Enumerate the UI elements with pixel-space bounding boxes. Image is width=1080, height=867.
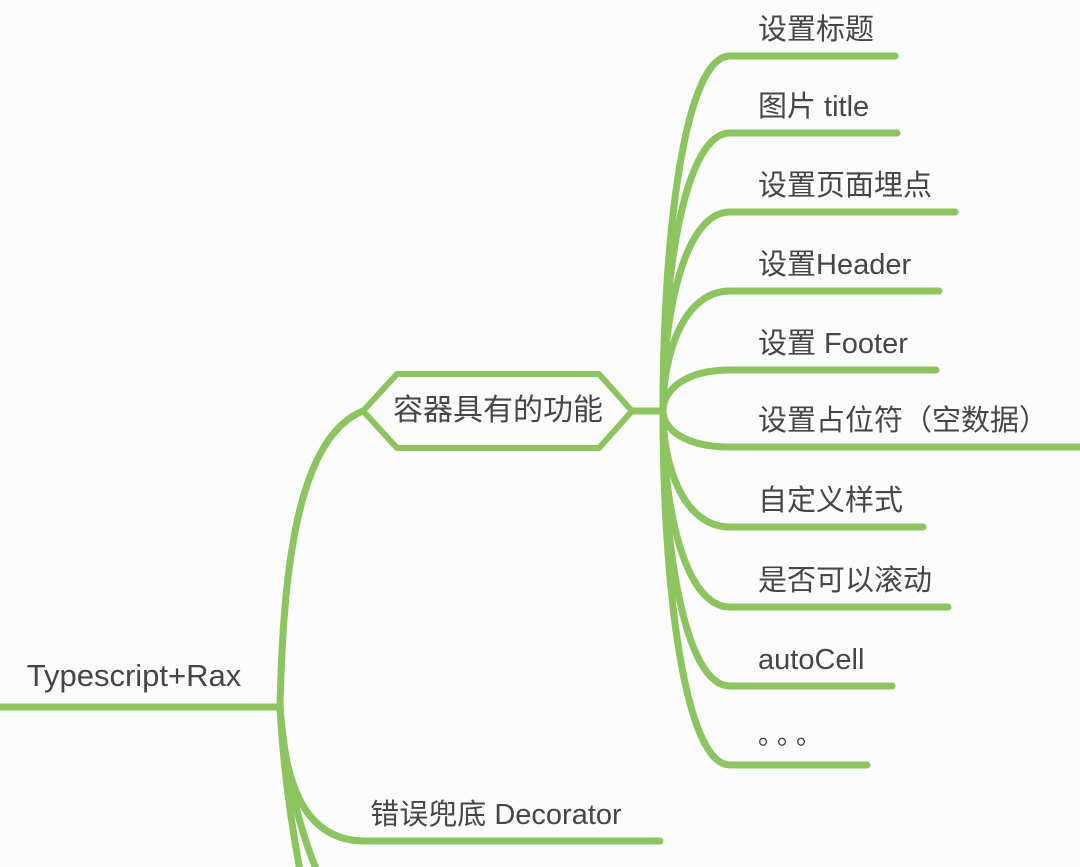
node-placeholder: 设置占位符（空数据） — [758, 405, 1049, 437]
branch-root-to-container — [276, 407, 367, 711]
node-scrollable: 是否可以滚动 — [758, 565, 933, 597]
branch-leaf-set-footer — [659, 366, 940, 415]
node-container-capabilities: 容器具有的功能 — [393, 394, 603, 427]
node-set-footer: 设置 Footer — [758, 328, 908, 360]
node-image-title: 图片 title — [758, 91, 870, 123]
node-error-decorator: 错误兜底 Decorator — [370, 799, 622, 831]
node-page-tracking: 设置页面埋点 — [758, 170, 933, 202]
node-set-title: 设置标题 — [758, 14, 875, 46]
branch-leaf-ellipsis — [659, 407, 871, 769]
node-root: Typescript+Rax — [26, 658, 242, 693]
node-autocell: autoCell — [758, 644, 865, 676]
branch-leaf-set-header — [659, 287, 943, 415]
node-ellipsis: 。。。 — [758, 720, 829, 750]
node-set-header: 设置Header — [758, 249, 912, 281]
branch-leaf-page-tracking — [659, 208, 959, 415]
node-custom-style: 自定义样式 — [758, 485, 904, 517]
branch-cutoff-2 — [276, 703, 320, 867]
